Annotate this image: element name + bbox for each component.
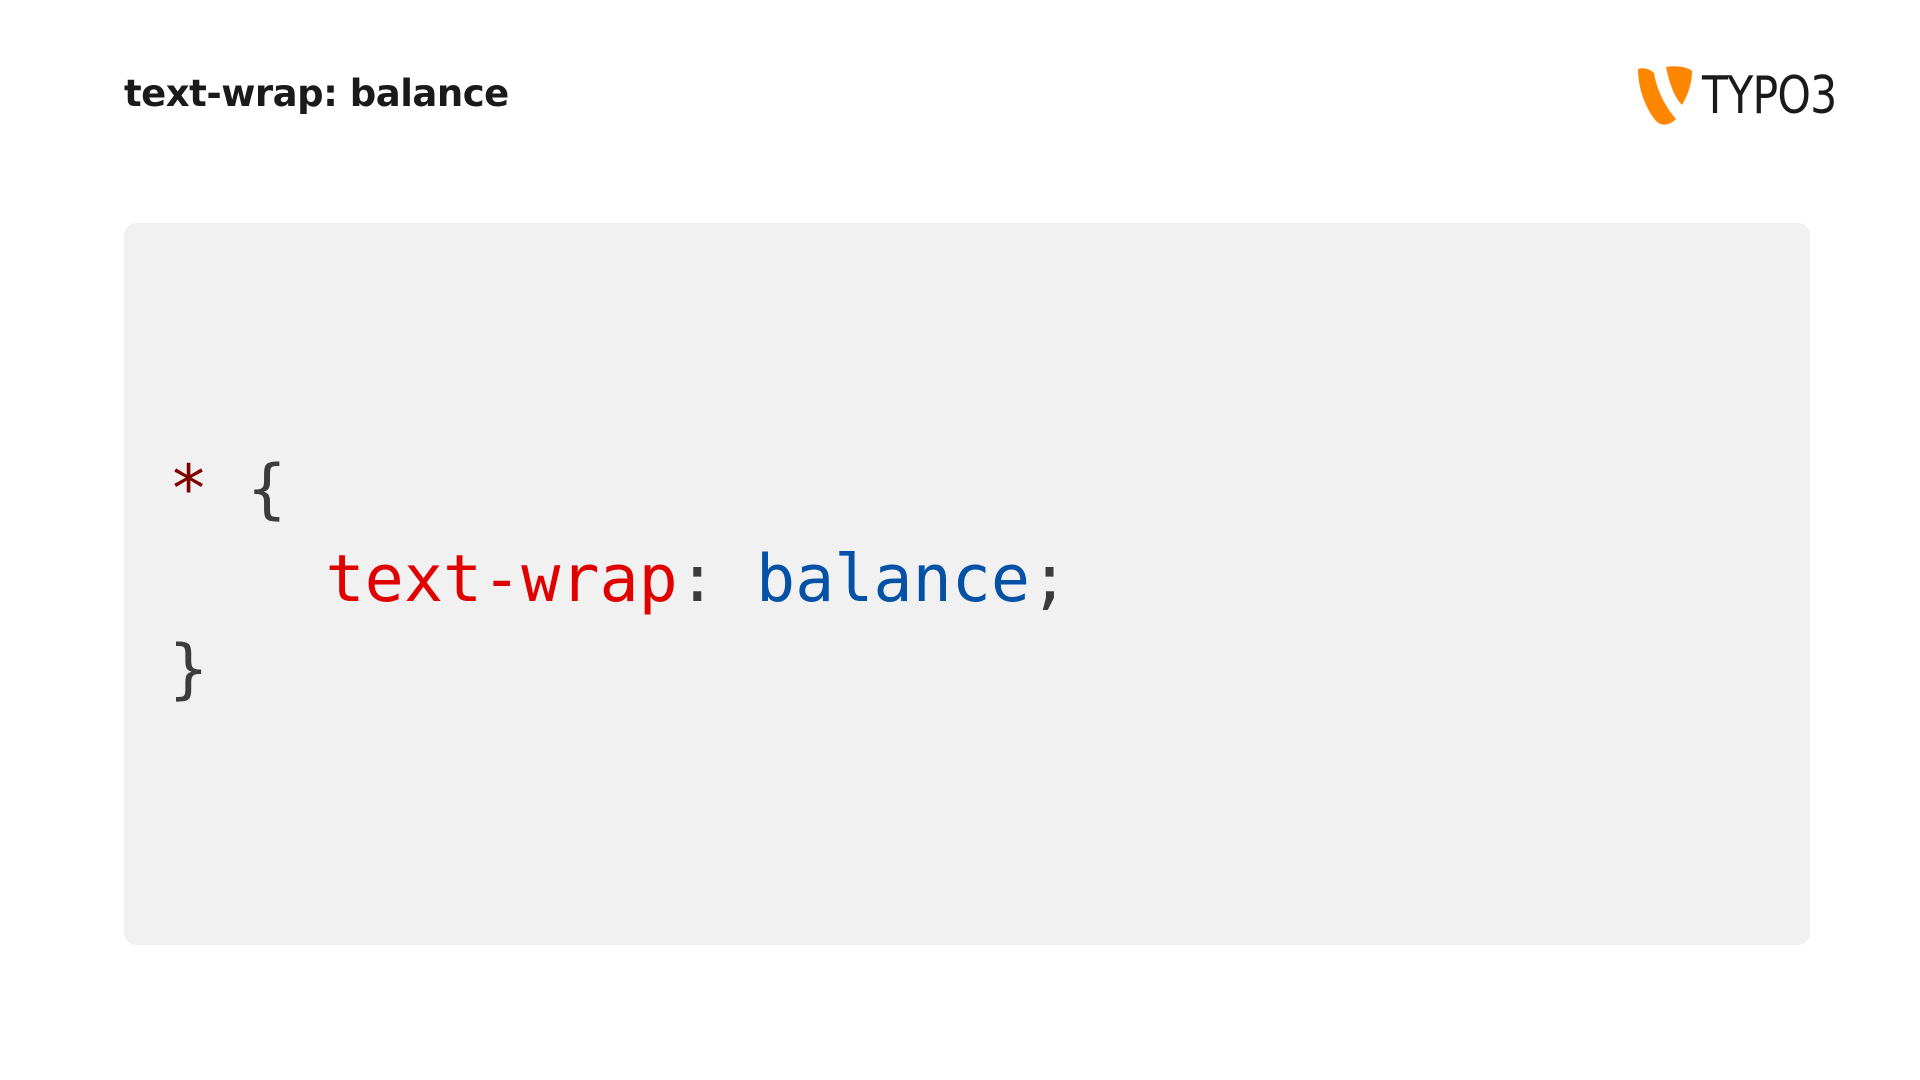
- typo3-logo-icon: [1638, 66, 1692, 125]
- typo3-logo: TYPO3: [1636, 64, 1866, 128]
- css-selector: *: [169, 452, 209, 527]
- css-value: balance: [756, 542, 1030, 617]
- logo-text: TYPO3: [1702, 66, 1837, 126]
- code-content: * { text-wrap: balance; }: [169, 445, 1069, 715]
- css-property: text-wrap: [325, 542, 678, 617]
- semicolon: ;: [1029, 542, 1070, 617]
- slide-title: text-wrap: balance: [124, 72, 509, 115]
- open-brace: {: [247, 452, 287, 527]
- close-brace: }: [169, 632, 209, 707]
- colon: :: [677, 542, 717, 617]
- code-block: * { text-wrap: balance; }: [124, 223, 1810, 945]
